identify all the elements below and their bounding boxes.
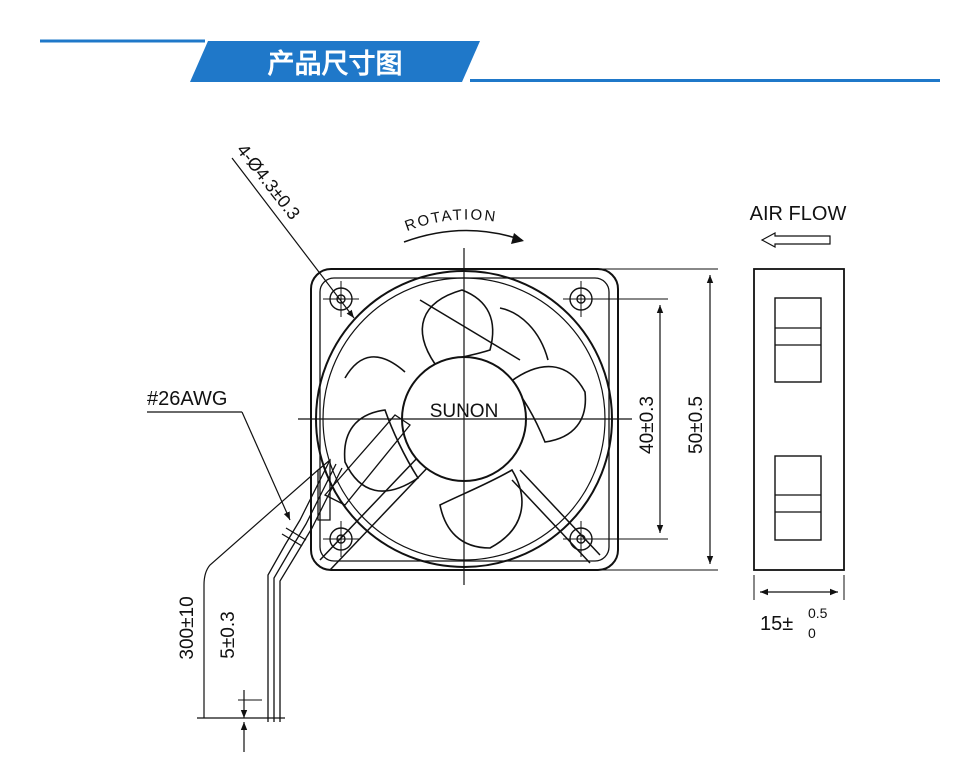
hole-callout-leader xyxy=(231,157,355,319)
blade-2 xyxy=(508,365,587,443)
rotation-arrow-icon xyxy=(511,233,524,244)
lead-length-dimension: 300±10 xyxy=(177,469,319,719)
page-title: 产品尺寸图 xyxy=(268,49,403,80)
strip-length-label: 5±0.3 xyxy=(218,611,239,658)
wire-gauge-callout: #26AWG xyxy=(147,388,291,521)
strut-5 xyxy=(419,299,521,361)
blade-5 xyxy=(344,356,406,379)
section-header: 产品尺寸图 xyxy=(40,39,940,82)
side-frame xyxy=(753,268,845,571)
strip-length-dimension: 5±0.3 xyxy=(218,611,262,752)
wire-gauge-label: #26AWG xyxy=(147,388,227,410)
depth-tolerance-lower: 0 xyxy=(808,625,816,641)
air-flow-label: AIR FLOW xyxy=(750,203,847,225)
blade-1 xyxy=(421,289,494,365)
strut-2 xyxy=(329,464,431,571)
strut-1 xyxy=(319,454,421,561)
lead-length-label: 300±10 xyxy=(177,596,198,659)
side-window-top xyxy=(774,297,822,383)
header-banner xyxy=(190,41,480,82)
blade-4 xyxy=(343,409,420,492)
lead-wires xyxy=(267,459,343,722)
hole-callout-text: 4-Ø4.3±0.3 xyxy=(233,140,304,223)
fan-blades xyxy=(343,289,587,549)
wire-clip xyxy=(317,458,331,521)
wire-channel xyxy=(323,414,411,506)
lead-wire-1 xyxy=(267,459,331,722)
lead-wire-2 xyxy=(273,463,337,722)
wire-tie xyxy=(285,527,307,541)
air-flow-arrow-icon xyxy=(760,231,831,249)
rotation-indicator: ROTATION xyxy=(403,206,524,244)
side-window-bottom xyxy=(774,455,822,541)
depth-tolerance-upper: 0.5 xyxy=(808,605,828,621)
lead-length-extension xyxy=(203,469,319,718)
fan-front-view: SUNON xyxy=(298,248,632,585)
air-flow-indicator: AIR FLOW xyxy=(750,203,847,249)
depth-dimension: 15± 0.5 0 xyxy=(753,575,845,641)
hole-pitch-label: 40±0.3 xyxy=(637,396,658,454)
blade-6 xyxy=(499,307,549,361)
wire-gauge-leader xyxy=(241,411,291,521)
rotation-arc xyxy=(403,229,523,243)
hole-callout: 4-Ø4.3±0.3 xyxy=(231,140,355,319)
strut-3 xyxy=(519,469,601,556)
depth-label: 15± xyxy=(760,613,793,635)
lead-wire-3 xyxy=(279,467,343,722)
hole-pitch-dimension: 40±0.3 xyxy=(592,298,668,540)
fan-side-view xyxy=(753,268,845,571)
frame-size-dimension: 50±0.5 xyxy=(600,268,718,571)
frame-size-label: 50±0.5 xyxy=(686,396,707,454)
blade-3 xyxy=(439,468,523,549)
strut-4 xyxy=(511,479,591,564)
